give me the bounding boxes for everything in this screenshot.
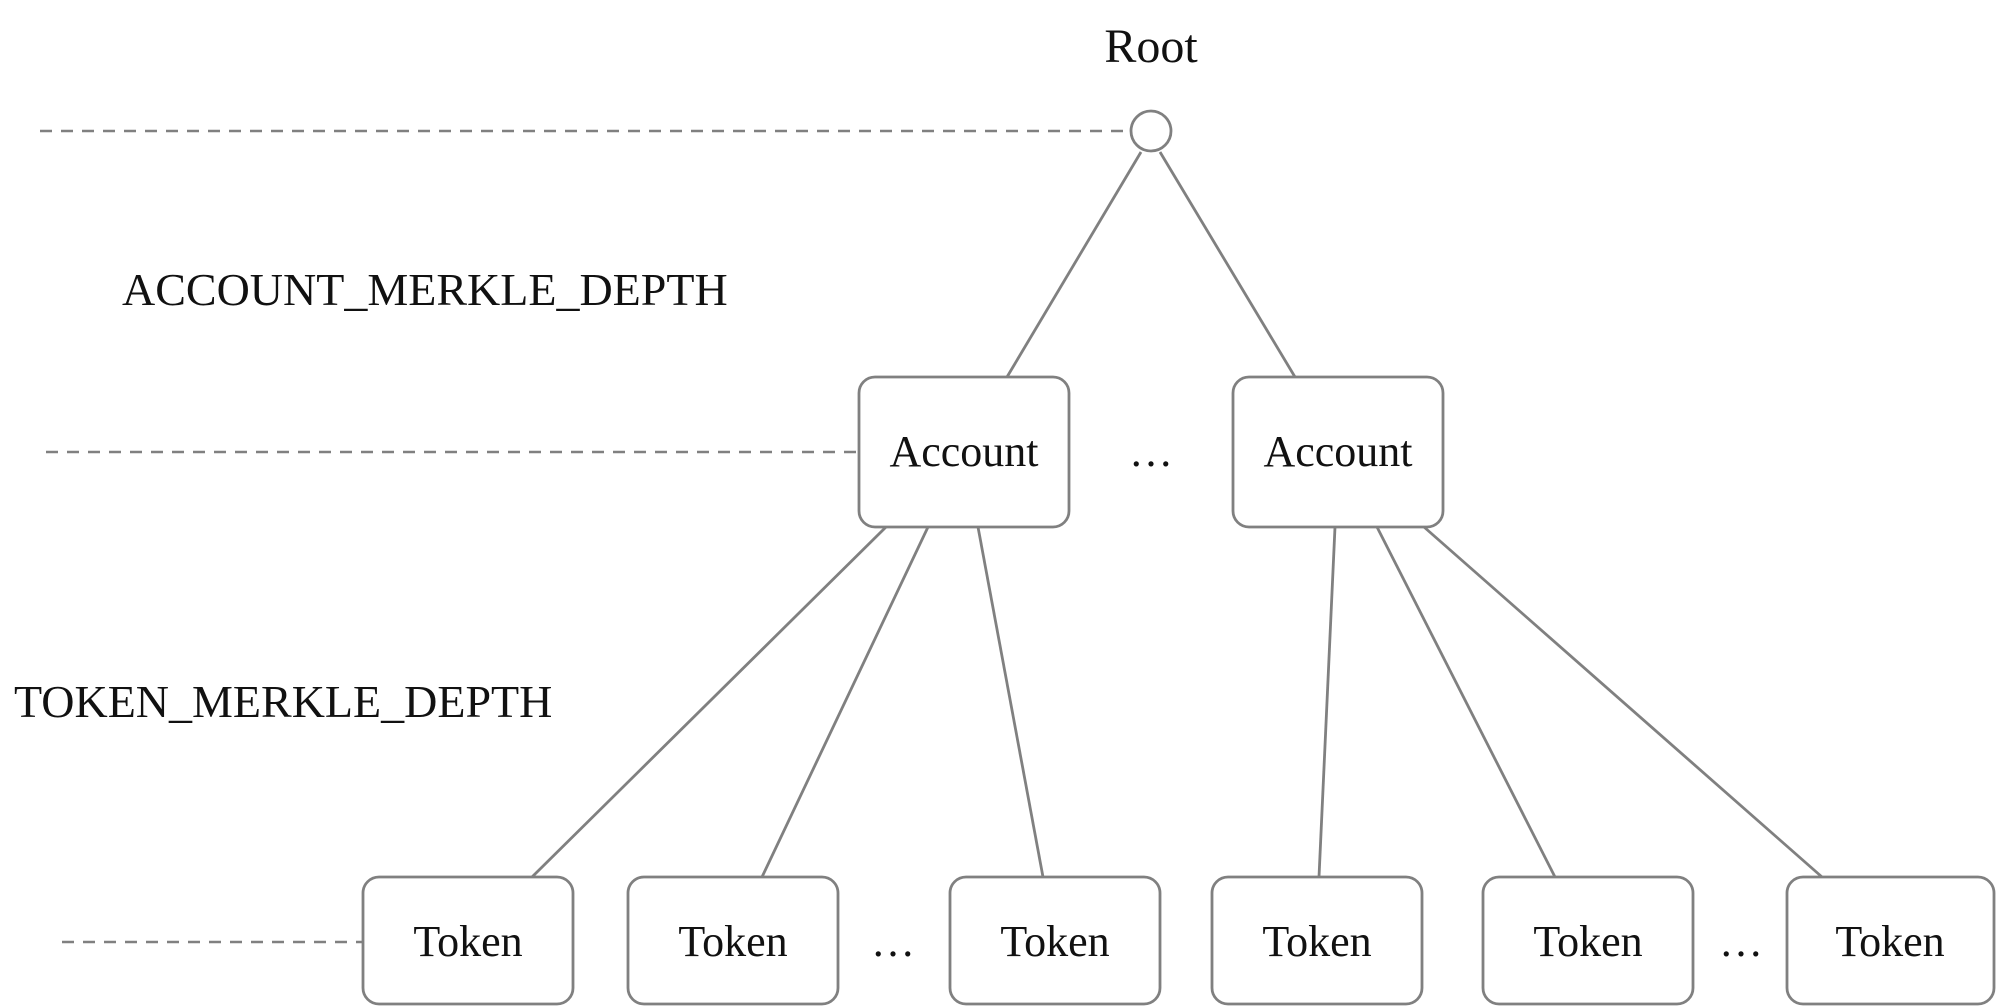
edge-account-2-token-4: [1317, 526, 1337, 878]
token-node: Token: [1481, 875, 1695, 1006]
token-box: [361, 875, 575, 1006]
token-node: Token: [948, 875, 1162, 1006]
token-box: [1210, 875, 1424, 1006]
token-node: Token: [1210, 875, 1424, 1006]
token-box: [626, 875, 840, 1006]
edge-account-2-token-6: [1423, 525, 1823, 879]
token-node: Token: [1785, 875, 1996, 1006]
account-label: Account: [1263, 427, 1412, 476]
token-label: Token: [1835, 917, 1944, 966]
edge-account-1-token-1: [531, 526, 887, 878]
account-box: [857, 375, 1071, 529]
edge-account-1-token-2: [760, 526, 930, 878]
account-merkle-depth-label: ACCOUNT_MERKLE_DEPTH: [122, 264, 728, 315]
token-label: Token: [413, 917, 522, 966]
token-label: Token: [678, 917, 787, 966]
token-node: Token: [361, 875, 575, 1006]
token-node: Token: [626, 875, 840, 1006]
token-box: [1481, 875, 1695, 1006]
account-node: Account: [857, 375, 1071, 529]
root-node: [1129, 109, 1173, 153]
account-box: [1231, 375, 1445, 529]
account-label: Account: [889, 427, 1038, 476]
token-ellipsis: …: [871, 917, 915, 966]
root-label: Root: [1104, 20, 1198, 73]
edge-account-2-token-5: [1375, 526, 1557, 878]
token-ellipsis: …: [1719, 917, 1763, 966]
token-label: Token: [1000, 917, 1109, 966]
token-label: Token: [1533, 917, 1642, 966]
account-ellipsis: …: [1129, 427, 1173, 476]
token-box: [948, 875, 1162, 1006]
edge-account-1-token-3: [976, 526, 1045, 878]
edge-root-account-2: [1158, 151, 1297, 378]
token-box: [1785, 875, 1996, 1006]
token-merkle-depth-label: TOKEN_MERKLE_DEPTH: [14, 676, 552, 727]
account-node: Account: [1231, 375, 1445, 529]
token-label: Token: [1262, 917, 1371, 966]
edge-root-account-1: [1005, 151, 1143, 378]
